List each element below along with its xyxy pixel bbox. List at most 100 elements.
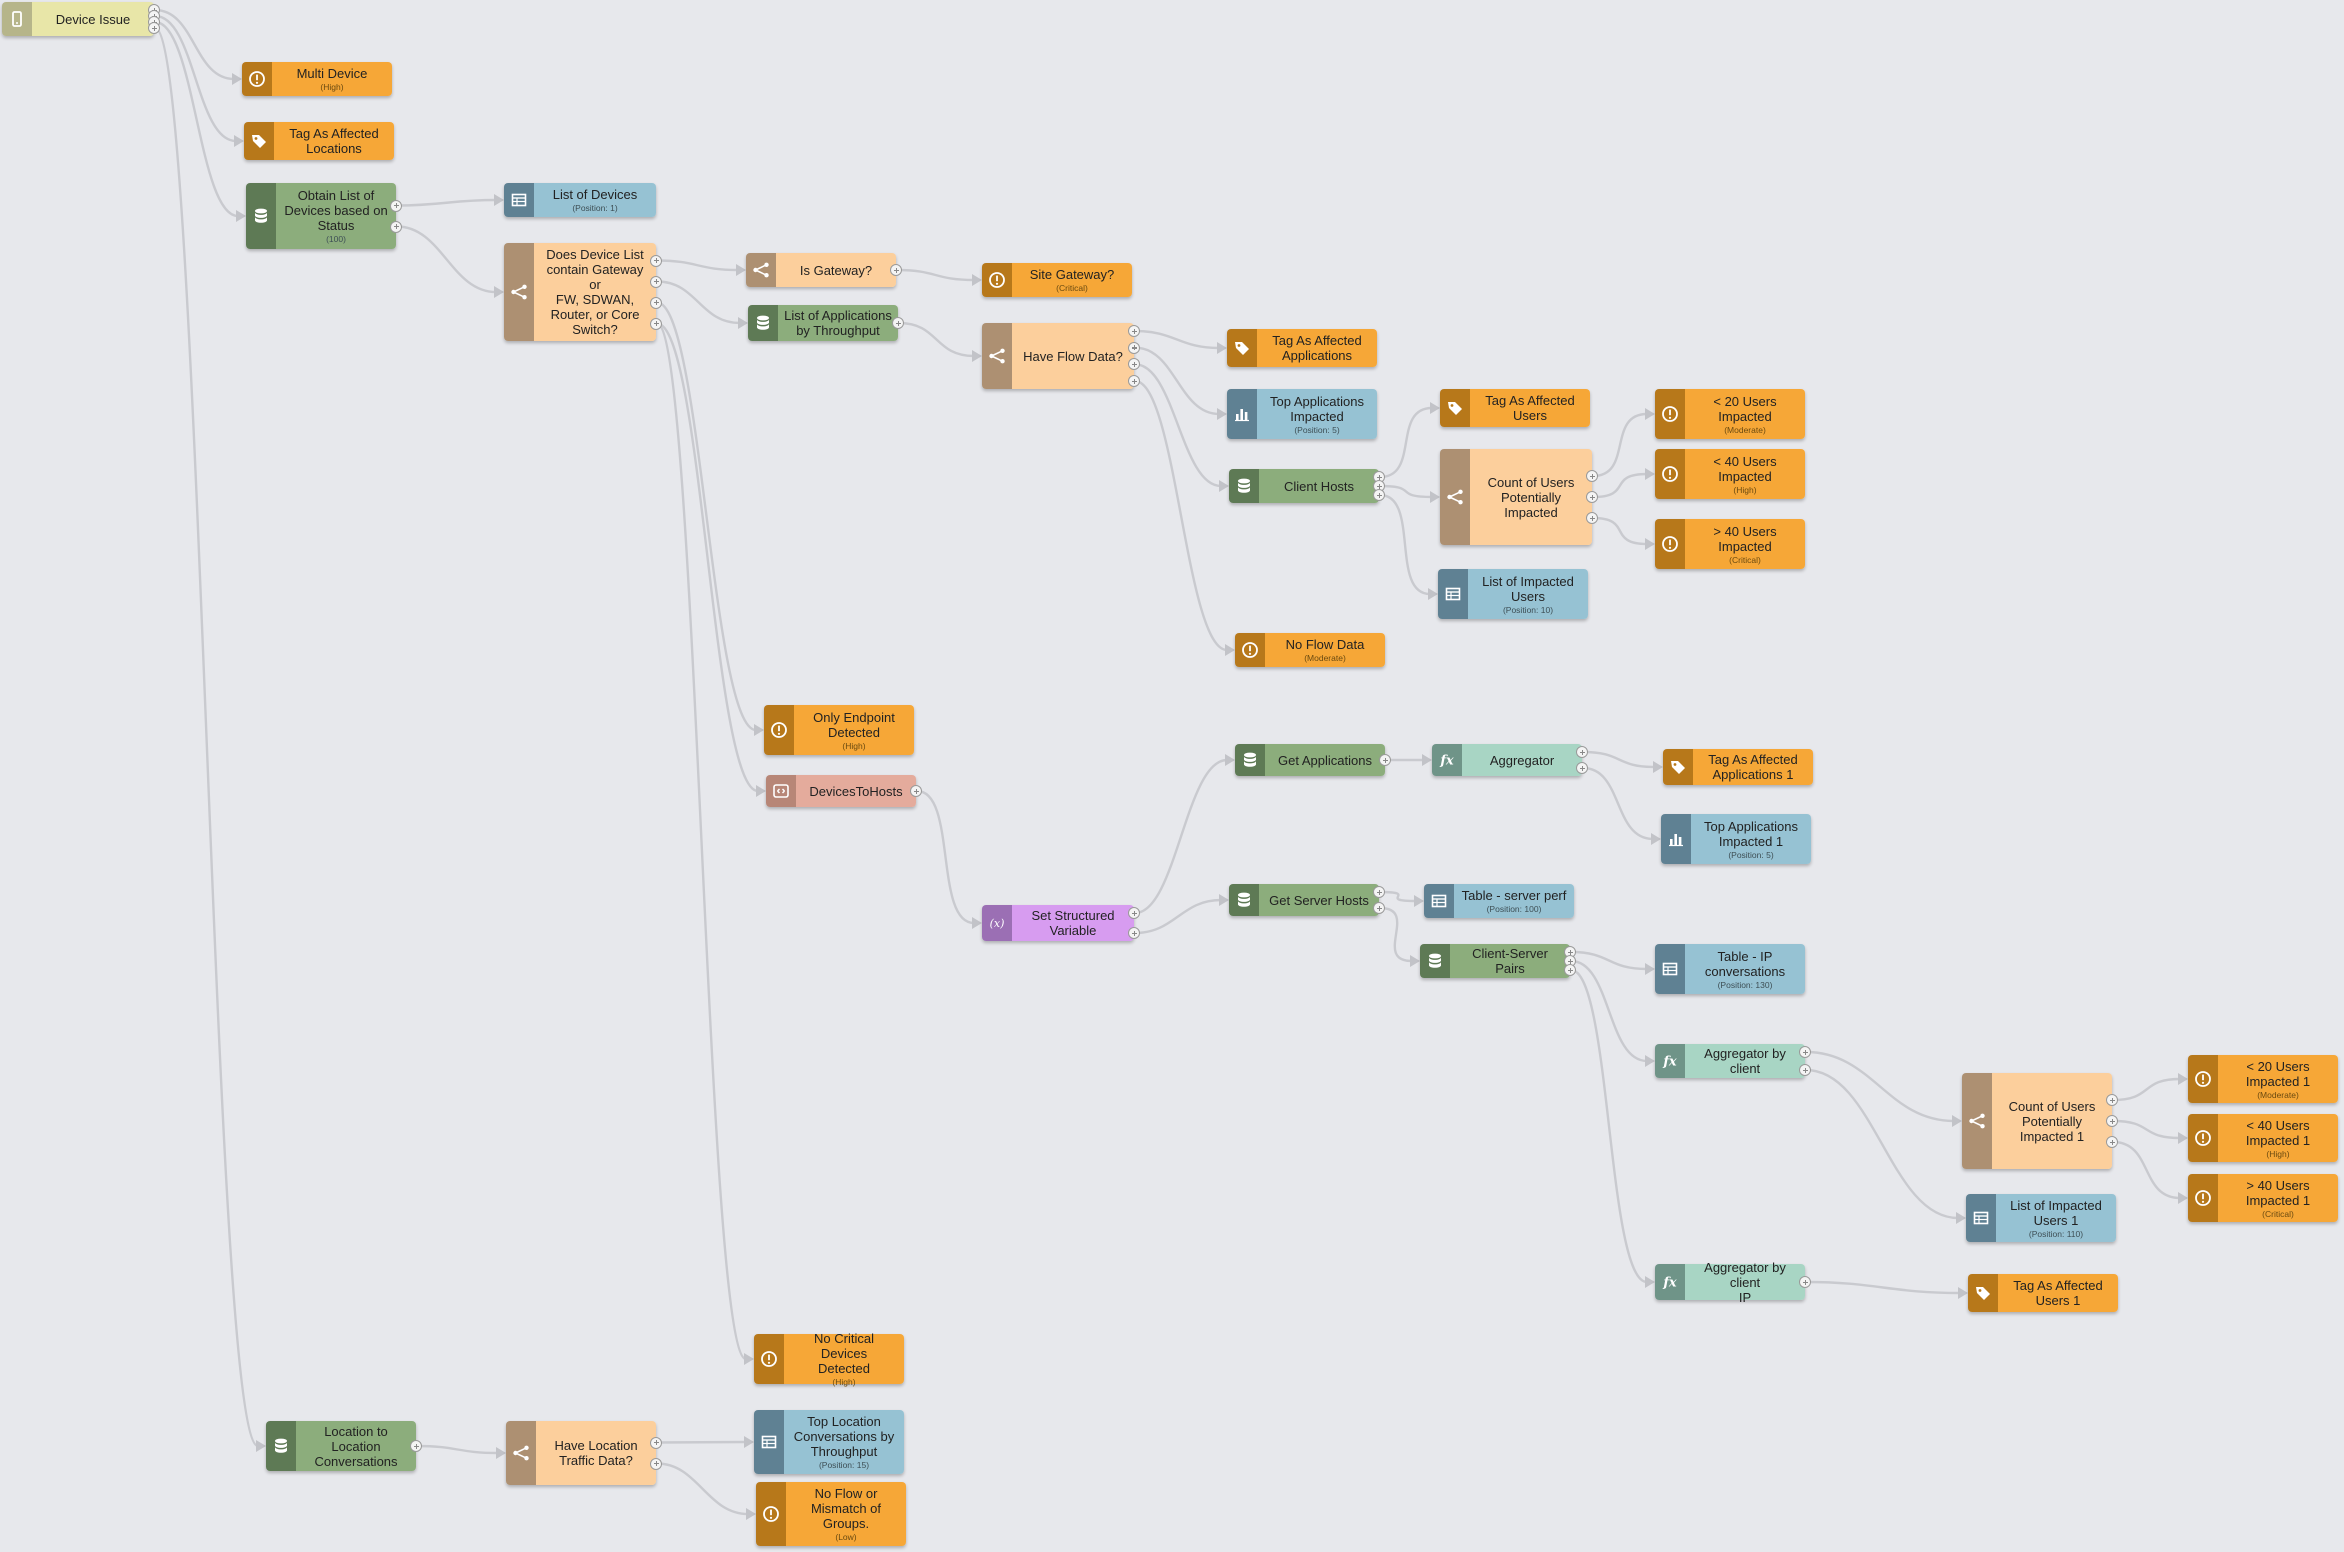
node-client-server[interactable]: Client-Server Pairs [1420, 944, 1570, 978]
node-table-server[interactable]: Table - server perf(Position: 100) [1424, 884, 1574, 918]
node-list-devices[interactable]: List of Devices(Position: 1) [504, 183, 656, 217]
node-list-impacted[interactable]: List of Impacted Users(Position: 10) [1438, 569, 1588, 619]
output-port[interactable] [650, 1457, 662, 1470]
node-is-gateway[interactable]: Is Gateway? [746, 253, 896, 287]
output-port[interactable] [1799, 1276, 1811, 1288]
output-port[interactable] [1128, 325, 1140, 337]
arrowhead [1219, 894, 1229, 906]
node-gt40[interactable]: > 40 Users Impacted(Critical) [1655, 519, 1805, 569]
output-port[interactable] [1373, 902, 1385, 914]
node-have-loc[interactable]: Have Location Traffic Data? [506, 1421, 656, 1485]
node-body: < 20 Users Impacted(Moderate) [1685, 389, 1805, 439]
alert-icon [756, 1482, 786, 1546]
output-port[interactable] [1586, 470, 1598, 482]
node-gt40-1[interactable]: > 40 Users Impacted 1(Critical) [2188, 1174, 2338, 1222]
node-body: Obtain List of Devices based on Status(1… [276, 183, 396, 249]
node-label: No Critical Devices Detected [814, 1331, 874, 1376]
node-count-users[interactable]: Count of Users Potentially Impacted [1440, 449, 1592, 545]
node-lt40[interactable]: < 40 Users Impacted(High) [1655, 449, 1805, 499]
node-body: Top Applications Impacted 1(Position: 5) [1691, 814, 1811, 864]
node-only-endpoint[interactable]: Only Endpoint Detected(High) [764, 705, 914, 755]
node-no-flow-mismatch[interactable]: No Flow or Mismatch of Groups.(Low) [756, 1482, 906, 1546]
output-port[interactable] [650, 296, 662, 309]
output-port[interactable] [1379, 754, 1391, 766]
output-port[interactable] [1576, 746, 1588, 758]
output-port[interactable] [650, 1436, 662, 1449]
node-set-var[interactable]: (x)Set Structured Variable [982, 905, 1134, 941]
node-list-impacted1[interactable]: List of Impacted Users 1(Position: 110) [1966, 1194, 2116, 1242]
output-port[interactable] [148, 22, 160, 34]
output-port[interactable] [892, 317, 904, 329]
output-port[interactable] [1373, 489, 1385, 501]
node-top-apps1[interactable]: Top Applications Impacted 1(Position: 5) [1661, 814, 1811, 864]
node-tag-locations[interactable]: Tag As Affected Locations [244, 122, 394, 160]
node-get-server[interactable]: Get Server Hosts [1229, 884, 1379, 916]
output-port[interactable] [390, 199, 402, 212]
output-port[interactable] [1128, 341, 1140, 354]
arrowhead [232, 73, 242, 85]
node-tag-users1[interactable]: Tag As Affected Users 1 [1968, 1274, 2118, 1312]
node-table-ip[interactable]: Table - IP conversations(Position: 130) [1655, 944, 1805, 994]
node-tag-apps1[interactable]: Tag As Affected Applications 1 [1663, 749, 1813, 785]
node-label: Only Endpoint Detected [813, 709, 895, 740]
output-port[interactable] [1128, 375, 1140, 387]
output-port[interactable] [1373, 886, 1385, 898]
svg-text:fx: fx [1439, 754, 1454, 769]
output-port[interactable] [410, 1440, 422, 1452]
node-label: Tag As Affected Locations [289, 126, 379, 156]
node-count-users1[interactable]: Count of Users Potentially Impacted 1 [1962, 1073, 2112, 1169]
node-client-hosts[interactable]: Client Hosts [1229, 469, 1379, 503]
arrowhead [1225, 644, 1235, 656]
table-icon [504, 183, 534, 217]
node-get-apps[interactable]: Get Applications [1235, 744, 1385, 776]
node-sublabel: (Critical) [2262, 1208, 2294, 1219]
node-apps-throughput[interactable]: List of Applications by Throughput [748, 305, 898, 341]
output-port[interactable] [390, 220, 402, 233]
tag-icon [244, 122, 274, 160]
output-port[interactable] [1799, 1046, 1811, 1058]
node-tag-users[interactable]: Tag As Affected Users [1440, 389, 1590, 427]
node-top-apps[interactable]: Top Applications Impacted(Position: 5) [1227, 389, 1377, 439]
node-lt20[interactable]: < 20 Users Impacted(Moderate) [1655, 389, 1805, 439]
output-port[interactable] [2106, 1115, 2118, 1127]
arrowhead [1645, 538, 1655, 550]
node-have-flow[interactable]: Have Flow Data? [982, 323, 1134, 389]
node-loc-to-loc[interactable]: Location to Location Conversations [266, 1421, 416, 1471]
node-multi-device[interactable]: Multi Device(High) [242, 62, 392, 96]
node-lt20-1[interactable]: < 20 Users Impacted 1(Moderate) [2188, 1055, 2338, 1103]
connector-device-issue-to-multi-device [154, 8, 235, 81]
node-site-gateway[interactable]: Site Gateway?(Critical) [982, 263, 1132, 297]
output-port[interactable] [1564, 964, 1576, 976]
output-port[interactable] [2106, 1136, 2118, 1148]
database-icon [748, 305, 778, 341]
node-label: < 20 Users Impacted [1713, 393, 1777, 424]
output-port[interactable] [1586, 491, 1598, 503]
output-port[interactable] [1128, 927, 1140, 939]
node-no-flow[interactable]: No Flow Data(Moderate) [1235, 633, 1385, 667]
output-port[interactable] [1128, 358, 1140, 371]
node-top-loc[interactable]: Top Location Conversations by Throughput… [754, 1410, 904, 1474]
node-sublabel: (Critical) [1056, 283, 1088, 293]
output-port[interactable] [650, 275, 662, 288]
node-contain-gateway[interactable]: Does Device List contain Gateway or FW, … [504, 243, 656, 341]
node-tag-applications[interactable]: Tag As Affected Applications [1227, 329, 1377, 367]
output-port[interactable] [910, 785, 922, 797]
node-lt40-1[interactable]: < 40 Users Impacted 1(High) [2188, 1114, 2338, 1162]
node-devices-to-hosts[interactable]: DevicesToHosts [766, 775, 916, 807]
node-label: List of Impacted Users [1482, 573, 1574, 604]
output-port[interactable] [650, 254, 662, 267]
output-port[interactable] [1576, 762, 1588, 774]
output-port[interactable] [1799, 1064, 1811, 1076]
output-port[interactable] [1128, 907, 1140, 919]
node-obtain-list[interactable]: Obtain List of Devices based on Status(1… [246, 183, 396, 249]
output-port[interactable] [2106, 1094, 2118, 1106]
node-device-issue[interactable]: Device Issue [2, 2, 154, 36]
output-port[interactable] [1586, 512, 1598, 524]
node-no-critical[interactable]: No Critical Devices Detected(High) [754, 1331, 904, 1387]
output-port[interactable] [650, 317, 662, 330]
output-port[interactable] [890, 264, 902, 276]
